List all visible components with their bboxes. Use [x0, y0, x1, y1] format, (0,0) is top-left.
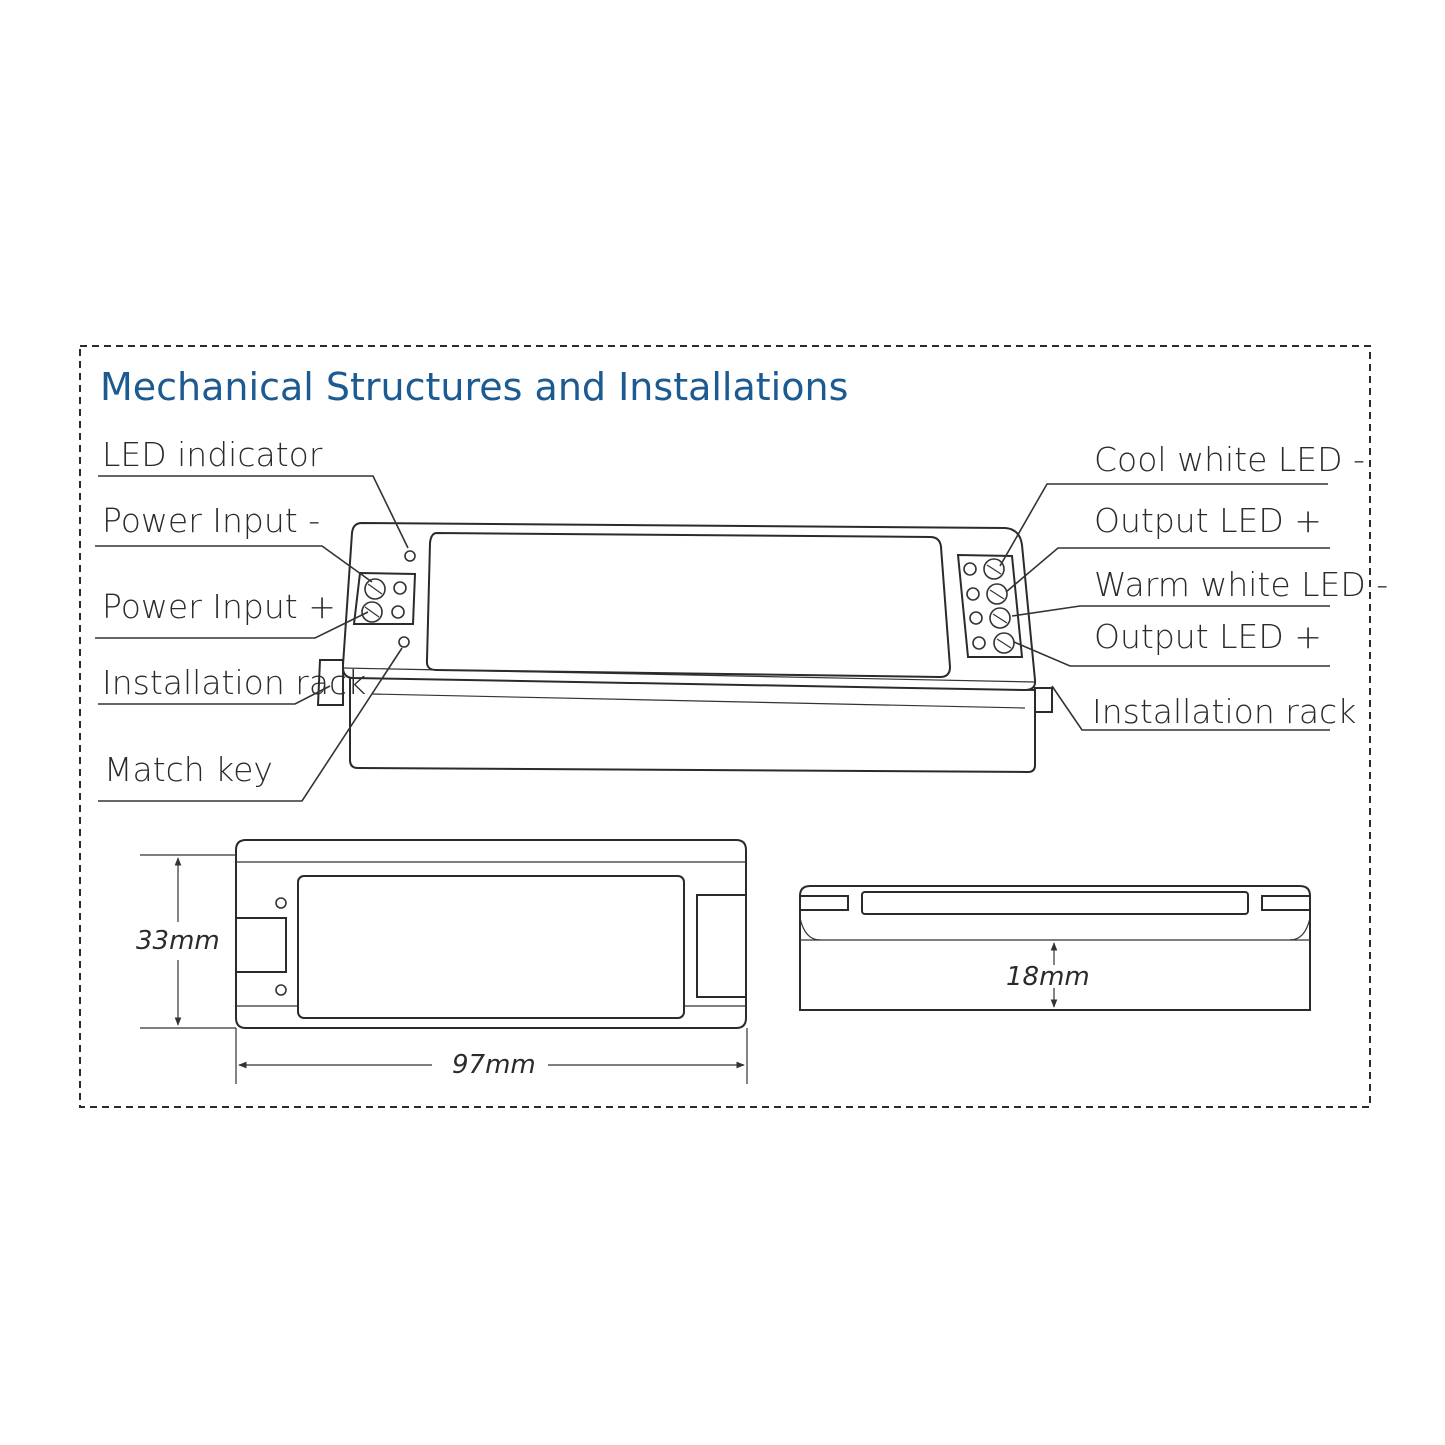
- dimension-length: 97mm: [235, 1028, 748, 1084]
- label-led-indicator: LED indicator: [102, 435, 323, 474]
- led-indicator-hole: [404, 550, 416, 562]
- device-isometric: [316, 521, 1053, 774]
- diagram-title: Mechanical Structures and Installations: [100, 365, 848, 409]
- label-output-led-plus-2: Output LED +: [1094, 617, 1322, 656]
- dimension-height: 33mm: [136, 854, 236, 1029]
- label-match-key: Match key: [104, 750, 273, 789]
- dimension-thickness-label: 18mm: [1006, 962, 1090, 992]
- label-power-input-minus: Power Input -: [102, 501, 320, 540]
- left-callouts: LED indicator Power Input - Power Input …: [95, 435, 409, 802]
- label-power-input-plus: Power Input +: [102, 587, 336, 626]
- label-installation-rack-left: Installation rack: [102, 663, 366, 702]
- label-output-led-plus-1: Output LED +: [1094, 501, 1322, 540]
- match-key-hole: [398, 636, 410, 648]
- dimension-height-label: 33mm: [136, 926, 220, 956]
- label-cool-white-led-minus: Cool white LED -: [1094, 440, 1365, 479]
- output-terminal-screws: [963, 558, 1015, 654]
- right-callouts: Cool white LED - Output LED + Warm white…: [999, 440, 1388, 731]
- label-installation-rack-right: Installation rack: [1092, 692, 1356, 731]
- dimension-length-label: 97mm: [452, 1050, 536, 1080]
- label-warm-white-led-minus: Warm white LED -: [1094, 565, 1388, 604]
- dashed-frame: [79, 345, 1371, 1108]
- dimension-thickness: 18mm: [1006, 942, 1090, 1008]
- device-top-view: [235, 839, 747, 1029]
- power-terminal-screws: [361, 578, 407, 623]
